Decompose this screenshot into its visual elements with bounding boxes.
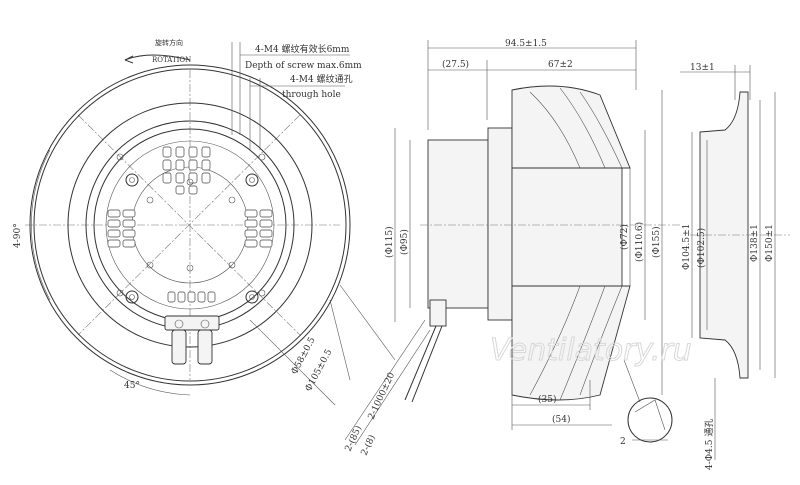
dim-54: (54) bbox=[552, 414, 570, 425]
watermark: Ventilatory.ru bbox=[490, 333, 692, 368]
outer-ring bbox=[29, 64, 351, 386]
dia-110-label: (Φ110.6) bbox=[634, 222, 645, 262]
dia-155-label: (Φ155) bbox=[651, 226, 662, 258]
angle-45: 45° bbox=[124, 381, 140, 391]
dia-104-label: Φ104.5±1 bbox=[682, 224, 692, 270]
side-view: 94.5±1.5 (27.5) 67±2 (Φ115) (Φ95) bbox=[384, 39, 680, 443]
dia-150-label: Φ150±1 bbox=[765, 224, 775, 262]
cable-length-label: 2-1000±20 bbox=[367, 371, 398, 421]
dim-67: 67±2 bbox=[548, 60, 573, 70]
dim-13: 13±1 bbox=[690, 63, 715, 73]
hole-callout-cn-2: 4-M4 螺纹通孔 bbox=[290, 73, 353, 85]
dia-95-label: (Φ95) bbox=[399, 229, 410, 255]
dim-2: 2 bbox=[620, 437, 626, 447]
cable-8-label: 2-(8) bbox=[359, 433, 378, 457]
ring-view: 13±1 Φ104.5±1 (Φ102.5) Φ138±1 Φ150±1 4-Φ… bbox=[620, 63, 790, 470]
rotation-label-en: ROTATION bbox=[152, 56, 191, 64]
inner-ring bbox=[67, 102, 313, 348]
motor-body bbox=[427, 139, 489, 309]
dim-27-5: (27.5) bbox=[442, 59, 469, 70]
dim-total-length: 94.5±1.5 bbox=[505, 39, 547, 49]
rotation-arrow bbox=[124, 54, 191, 61]
motor-rotor bbox=[511, 167, 623, 287]
vent-slots-left bbox=[107, 209, 136, 248]
side-cable bbox=[404, 299, 447, 403]
impeller-blades bbox=[511, 85, 631, 401]
ring-holes-label: 4-Φ4.5 通孔 bbox=[704, 419, 715, 470]
mounting-flange bbox=[487, 127, 513, 321]
hole-callout-en-2: through hole bbox=[282, 90, 341, 100]
vent-slots-top bbox=[162, 146, 211, 195]
hole-callout-en-1: Depth of screw max.6mm bbox=[245, 61, 362, 71]
vent-slots-right bbox=[244, 209, 273, 248]
dim-35: (35) bbox=[538, 394, 556, 405]
hole-callouts bbox=[231, 42, 350, 150]
angle-4x90: 4-90° bbox=[13, 223, 23, 248]
dia-115-label: (Φ115) bbox=[384, 226, 395, 258]
rotation-label-cn: 旋转方向 bbox=[155, 38, 183, 47]
hole-callout-cn-1: 4-M4 螺纹有效长6mm bbox=[255, 43, 350, 55]
dia-102-label: (Φ102.5) bbox=[696, 228, 707, 268]
cable-gland bbox=[164, 315, 220, 365]
ring-holes bbox=[116, 153, 266, 297]
mounting-bosses bbox=[125, 173, 259, 304]
dia-138-label: Φ138±1 bbox=[750, 224, 760, 262]
front-view: 旋转方向 ROTATION 4-M4 螺纹有效长6mm Depth of scr… bbox=[13, 38, 431, 457]
dia-72-label: (Φ72) bbox=[619, 224, 630, 250]
detail-circle bbox=[627, 397, 673, 443]
vent-slots-bottom bbox=[167, 291, 216, 303]
